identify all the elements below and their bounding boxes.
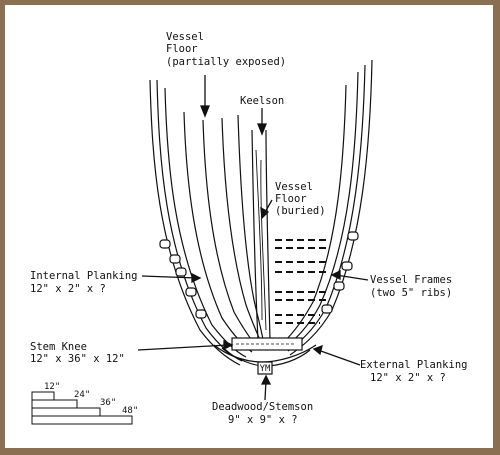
label-keelson: Keelson — [240, 95, 284, 107]
scale-label-24: 24" — [74, 390, 90, 400]
svg-text:(two 5" ribs): (two 5" ribs) — [370, 287, 452, 299]
frame-ribs-right — [321, 231, 359, 314]
svg-text:Floor: Floor — [166, 43, 198, 55]
svg-text:(buried): (buried) — [275, 205, 326, 217]
scale-bar: 12" 24" 36" 48" — [31, 382, 138, 425]
deadwood-stemson: YM — [257, 361, 273, 375]
label-internal-planking: Internal Planking 12" x 2" x ? — [30, 270, 137, 295]
svg-text:External Planking: External Planking — [360, 359, 467, 371]
keelson-timber — [251, 129, 271, 341]
hull-planking-left — [149, 79, 265, 366]
svg-text:Internal Planking: Internal Planking — [30, 270, 137, 282]
leader-lines — [137, 75, 369, 401]
svg-text:Floor: Floor — [275, 193, 307, 205]
svg-text:12" x 2" x ?: 12" x 2" x ? — [30, 283, 106, 295]
label-deadwood: Deadwood/Stemson 9" x 9" x ? — [212, 401, 313, 426]
label-external-planking: External Planking 12" x 2" x ? — [360, 359, 467, 384]
svg-text:9" x 9" x ?: 9" x 9" x ? — [228, 414, 298, 426]
label-stem-knee: Stem Knee 12" x 36" x 12" — [30, 341, 125, 365]
buried-floor-dashes — [275, 239, 330, 324]
svg-text:YM: YM — [260, 364, 271, 374]
scale-label-48: 48" — [122, 406, 138, 416]
scale-label-36: 36" — [100, 398, 116, 408]
label-vessel-frames: Vessel Frames (two 5" ribs) — [370, 274, 452, 299]
svg-text:Vessel: Vessel — [166, 31, 204, 43]
svg-text:Stem Knee: Stem Knee — [30, 341, 87, 353]
label-vessel-floor-exposed: Vessel Floor (partially exposed) — [166, 31, 286, 68]
label-vessel-floor-buried: Vessel Floor (buried) — [275, 181, 326, 217]
frame-ribs-left — [159, 239, 207, 319]
svg-text:Deadwood/Stemson: Deadwood/Stemson — [212, 401, 313, 413]
svg-text:(partially exposed): (partially exposed) — [166, 56, 286, 68]
scale-label-12: 12" — [44, 382, 60, 392]
stem-knee — [231, 337, 303, 351]
svg-text:12" x 36" x 12": 12" x 36" x 12" — [30, 353, 125, 365]
svg-text:12" x 2" x ?: 12" x 2" x ? — [370, 372, 446, 384]
svg-text:Vessel: Vessel — [275, 181, 313, 193]
svg-text:Vessel Frames: Vessel Frames — [370, 274, 452, 286]
hull-planking-right — [283, 59, 373, 356]
diagram-frame — [5, 5, 493, 448]
